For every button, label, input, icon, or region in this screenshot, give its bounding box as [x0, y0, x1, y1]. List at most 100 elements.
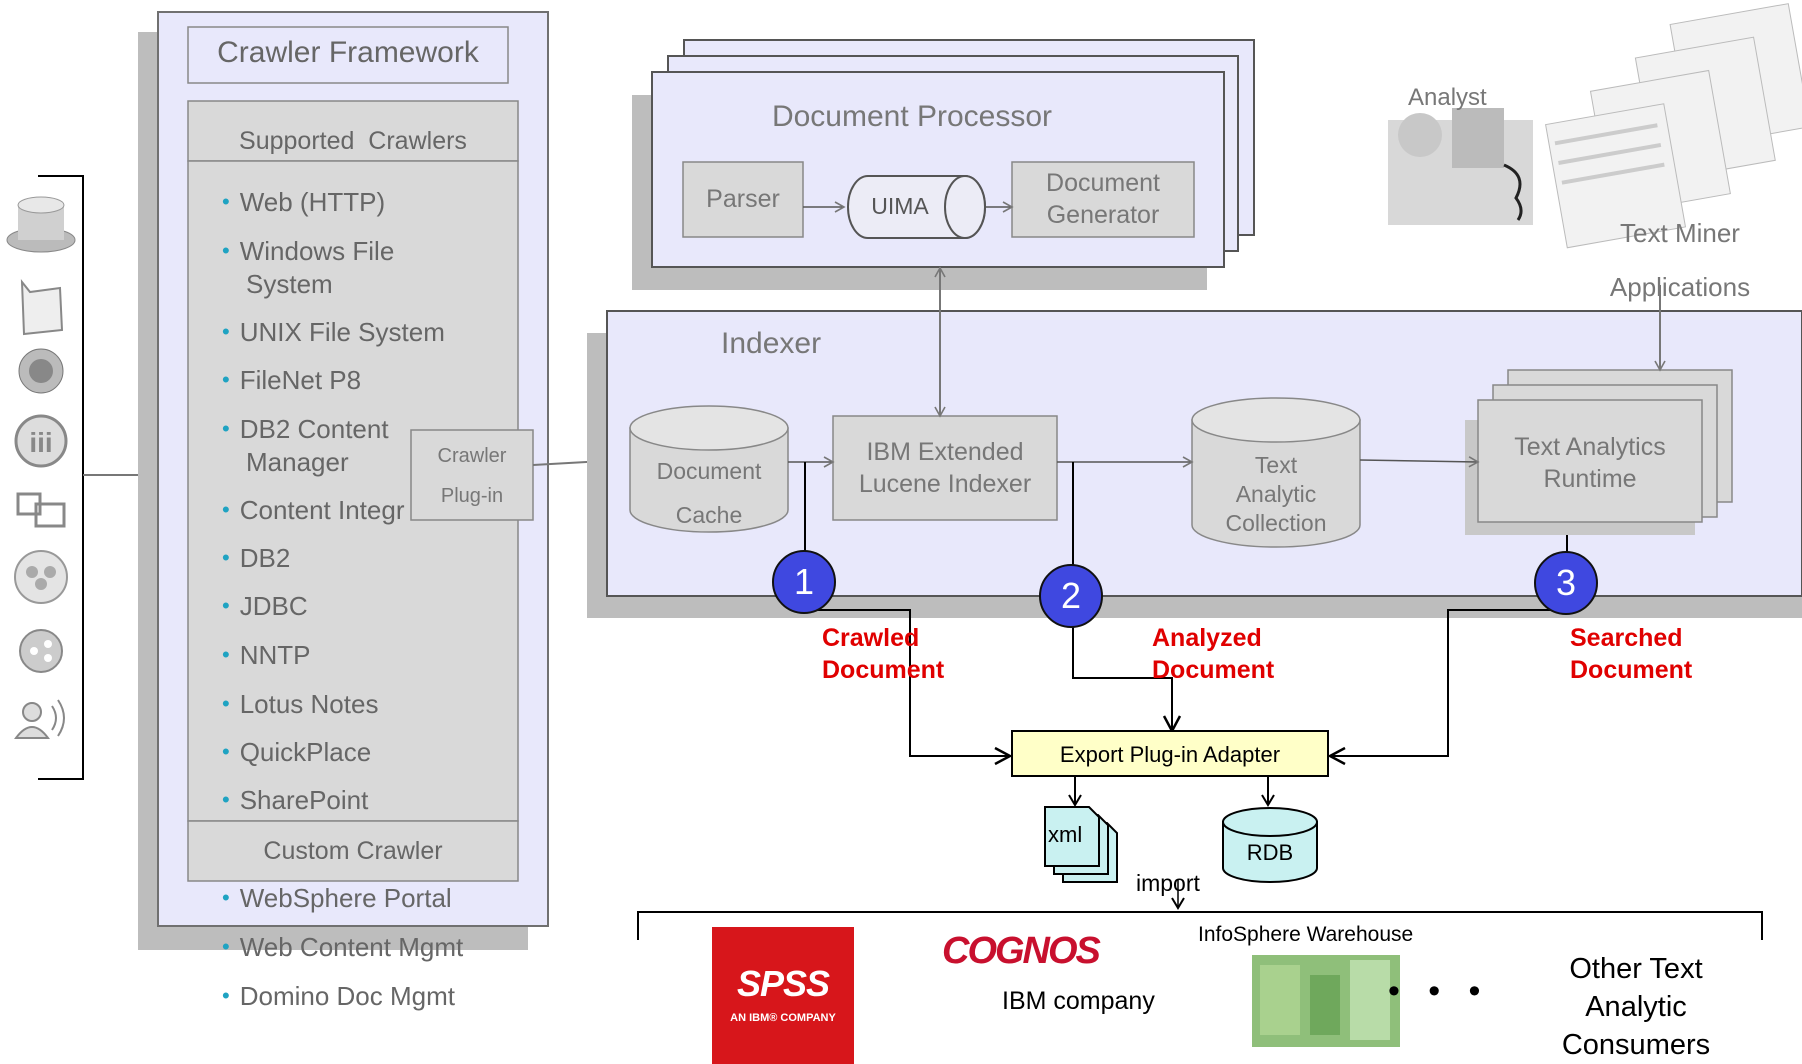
bullet-dot: • [222, 739, 230, 764]
document-generator-label-2: Generator [1046, 201, 1160, 229]
other-consumers-label: Other Text [1569, 953, 1703, 985]
bullet-dot: • [222, 545, 230, 570]
custom-crawler-item: •Domino Doc Mgmt [222, 981, 455, 1011]
parser-label: Parser [706, 185, 780, 213]
crawler-item-cont: System [246, 269, 333, 299]
bullet-dot: • [222, 885, 230, 910]
custom-crawler-item: •Web Content Mgmt [222, 932, 464, 962]
database-icon [6, 196, 76, 253]
bullet-dot: • [222, 983, 230, 1008]
bullet-dot: • [222, 189, 230, 214]
crawler-plugin-label: Crawler [437, 445, 507, 467]
document-cache-label-2: Cache [675, 502, 743, 528]
document-generator-label: Document [1046, 169, 1160, 197]
bullet-dot: • [222, 238, 230, 263]
infosphere-image [1252, 955, 1400, 1047]
analyst-label: Analyst [1408, 84, 1487, 111]
export-adapter-label: Export Plug-in Adapter [1059, 742, 1281, 767]
crawler-item: •QuickPlace [222, 737, 372, 767]
crawler-item: •Web (HTTP) [222, 187, 386, 217]
supported-crawlers-title: Supported Crawlers [239, 127, 467, 155]
step-1-caption: Crawled [822, 624, 920, 652]
bullet-dot: • [222, 642, 230, 667]
step-2-badge [1039, 564, 1103, 628]
infosphere-label: InfoSphere Warehouse [1198, 923, 1414, 946]
step-1-badge [772, 550, 836, 614]
info-iii-icon: iii [14, 414, 68, 468]
lucene-indexer-label-2: Lucene Indexer [858, 470, 1032, 498]
text-analytic-collection-cylinder [1191, 397, 1361, 548]
indexer-panel [587, 310, 1802, 618]
bullet-dot: • [222, 787, 230, 812]
crawler-item: •Content Integr [222, 495, 405, 525]
document-processor-title: Document Processor [771, 100, 1053, 133]
custom-crawler-title: Custom Crawler [263, 837, 443, 865]
crawler-item: •FileNet P8 [222, 365, 362, 395]
document-cache-cylinder [629, 405, 789, 533]
consumers-bracket [637, 911, 1763, 940]
crawler-item: •Lotus Notes [222, 689, 379, 719]
crawler-item: •SharePoint [222, 785, 369, 815]
crawler-item: •JDBC [222, 591, 308, 621]
other-consumers-label-2: Analytic [1585, 991, 1687, 1023]
step-3-number: 3 [1555, 562, 1577, 603]
people-cloud-icon [14, 550, 68, 604]
step-2-number: 2 [1060, 575, 1082, 616]
step-3-caption-2: Document [1570, 656, 1693, 684]
runtime-label-2: Runtime [1543, 465, 1637, 493]
screenshots-stack-icon [1545, 3, 1802, 249]
rdb-label: RDB [1246, 840, 1294, 865]
document-cache-label: Document [656, 458, 762, 484]
cognos-logo: COGNOS [942, 930, 1101, 972]
spss-logo-subtext: AN IBM® COMPANY [730, 1012, 836, 1024]
rdb-cylinder [1222, 807, 1318, 883]
spss-logo-text: SPSS [736, 963, 830, 1004]
crawler-framework-title: Crawler Framework [217, 36, 479, 69]
analyst-figure [1388, 108, 1533, 225]
step-1-caption-2: Document [822, 656, 945, 684]
bullet-dot: • [222, 934, 230, 959]
step-3-badge [1534, 551, 1598, 615]
user-voice-icon [14, 699, 65, 739]
crawler-item: •UNIX File System [222, 317, 445, 347]
step-1-number: 1 [793, 561, 815, 602]
custom-crawler-item: •WebSphere Portal [222, 883, 452, 913]
collection-label-3: Collection [1225, 510, 1327, 536]
applications-label: Applications [1609, 272, 1751, 302]
uima-cylinder [847, 175, 986, 239]
other-consumers-label-3: Consumers [1561, 1029, 1711, 1061]
lucene-indexer-label: IBM Extended [866, 438, 1024, 466]
cognos-subtext: IBM company [1002, 987, 1155, 1015]
folder-icon [20, 279, 64, 336]
collection-label: Text [1254, 452, 1298, 478]
bullet-dot: • [222, 593, 230, 618]
bullet-dot: • [222, 497, 230, 522]
crawler-item: •Windows File [222, 236, 395, 266]
crawler-item: •DB2 Content [222, 414, 389, 444]
svg-text:iii: iii [29, 427, 52, 458]
uima-label: UIMA [871, 193, 929, 219]
bullet-dot: • [222, 319, 230, 344]
bullet-dot: • [222, 416, 230, 441]
collection-label-2: Analytic [1235, 481, 1317, 507]
crawler-plugin-label-2: Plug-in [440, 485, 504, 507]
bullet-dot: • [222, 367, 230, 392]
step-2-caption: Analyzed [1152, 624, 1262, 652]
ellipsis-dots: • • • [1388, 972, 1481, 1010]
xml-documents-icon [1044, 806, 1118, 883]
xml-label: xml [1048, 822, 1083, 847]
crawler-item-cont: Manager [246, 447, 349, 477]
crawler-item: •NNTP [222, 640, 311, 670]
text-miner-label: Text Miner [1620, 218, 1740, 248]
spss-logo [712, 927, 854, 1064]
step-2-caption-2: Document [1152, 656, 1275, 684]
share-icon [19, 629, 63, 673]
step-3-caption: Searched [1570, 624, 1683, 652]
export-adapter-box [1011, 730, 1329, 777]
bullet-dot: • [222, 691, 230, 716]
indexer-title: Indexer [721, 327, 822, 360]
crawler-framework-panel [138, 11, 624, 950]
runtime-label: Text Analytics [1514, 433, 1666, 461]
crawler-item: •DB2 [222, 543, 291, 573]
